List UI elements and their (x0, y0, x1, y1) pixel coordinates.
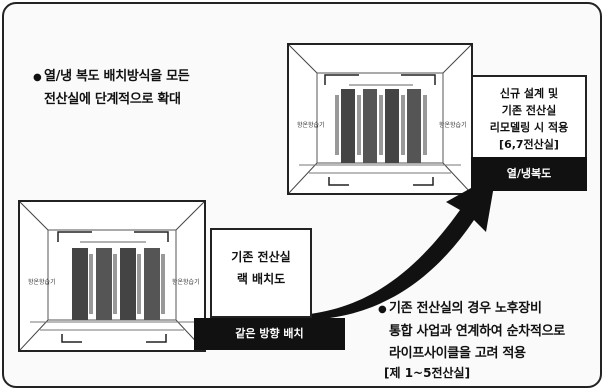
new-layout-label: 신규 설계 및 기존 전산실 리모델링 시 적용 [6,7전산실] (471, 75, 587, 161)
new-layout-line-3: 리모델링 시 적용 (489, 121, 569, 134)
same-direction-room-image: 항온항습기 항온항습기 (18, 200, 206, 352)
lifecycle-note: ●기존 전산실의 경우 노후장비 통합 사업과 연계하여 순차적으로 라이프사이… (378, 298, 565, 365)
lifecycle-note-line-2: 통합 사업과 연계하여 순차적으로 (389, 324, 565, 339)
expansion-note: ●열/냉 복도 배치방식을 모든 전산실에 단계적으로 확대 (33, 66, 190, 111)
same-direction-strip: 같은 방향 배치 (194, 318, 345, 350)
lifecycle-note-line-3: 라이프사이클을 고려 적용 (389, 346, 526, 361)
svg-text:항온항습기: 항온항습기 (172, 278, 200, 286)
existing-layout-label: 기존 전산실 랙 배치도 (210, 228, 312, 318)
lifecycle-note-line-1: ●기존 전산실의 경우 노후장비 (378, 298, 565, 321)
room-illustration-icon: 항온항습기 항온항습기 (289, 45, 471, 193)
svg-text:항온항습기: 항온항습기 (28, 278, 56, 286)
expansion-note-line-1: ●열/냉 복도 배치방식을 모든 (33, 66, 190, 89)
hot-cold-aisle-room-image: 항온항습기 항온항습기 (287, 43, 473, 195)
new-layout-line-2: 기존 전산실 (501, 104, 557, 117)
existing-layout-line-1: 기존 전산실 (231, 250, 291, 264)
new-layout-line-1: 신규 설계 및 (499, 87, 559, 100)
svg-text:항온항습기: 항온항습기 (439, 121, 467, 129)
svg-text:항온항습기: 항온항습기 (297, 121, 325, 129)
expansion-note-line-2: 전산실에 단계적으로 확대 (44, 92, 181, 107)
new-layout-line-4: [6,7전산실] (499, 138, 559, 151)
upgrade-arrow-icon (300, 174, 496, 320)
existing-layout-line-2: 랙 배치도 (236, 272, 286, 286)
bullet-icon: ● (378, 304, 387, 315)
bullet-icon: ● (33, 72, 42, 83)
room-reference: [제 1~5전산실] (384, 366, 471, 380)
room-illustration-icon: 항온항습기 항온항습기 (20, 202, 204, 350)
